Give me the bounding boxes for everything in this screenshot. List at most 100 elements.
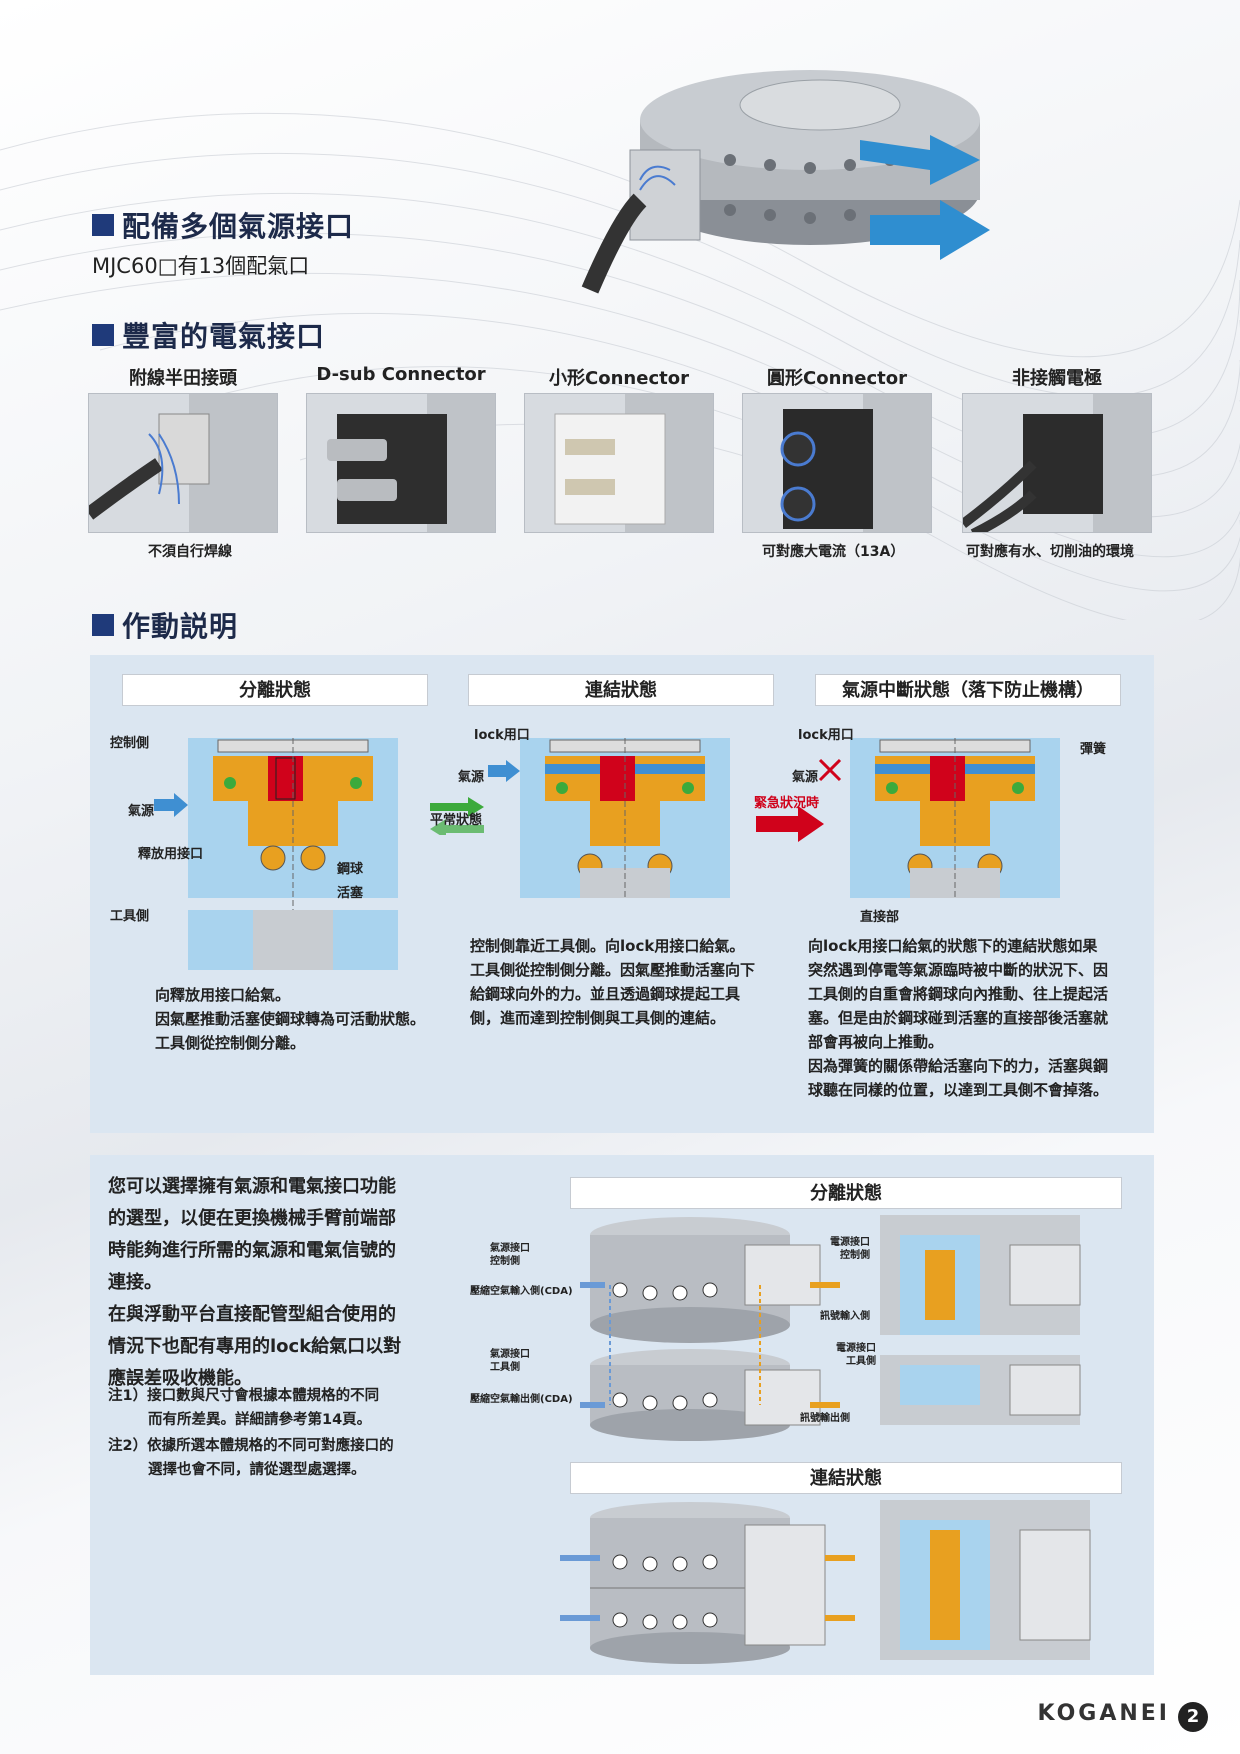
section-title-electrical: 豐富的電氣接口: [92, 315, 325, 355]
small-connector-image: [524, 393, 714, 533]
section-title-text: 作動説明: [122, 610, 239, 643]
connector-caption: 可對應有水、切削油的環境: [966, 544, 1134, 560]
label-elec-tool: 電源接口工具側: [836, 1342, 876, 1368]
label-line: 氣源接口: [490, 1349, 530, 1360]
desc-line: 突然遇到停電等氣源臨時被中斷的狀況下、因: [808, 961, 1109, 979]
label-elec-control: 電源接口控制側: [830, 1236, 870, 1262]
option-intro: 您可以選擇擁有氣源和電氣接口功能 的選型，以便在更換機械手臂前端部 時能夠進行所…: [108, 1171, 448, 1395]
desc-line: 塞。但是由於鋼球碰到活塞的直接部後活塞就: [808, 1009, 1109, 1027]
page-number: 2: [1178, 1702, 1208, 1732]
desc-line: 因為彈簧的關係帶給活塞向下的力，活塞與鋼: [808, 1057, 1109, 1075]
connector-caption: 不須自行焊線: [148, 544, 232, 560]
label-piston: 活塞: [337, 886, 364, 901]
desc-line: 部會再被向上推動。: [808, 1033, 944, 1051]
label-emergency: 緊急狀況時: [754, 796, 820, 811]
square-bullet-icon: [92, 614, 114, 636]
section-title-text: 配備多個氣源接口: [122, 210, 355, 243]
note-1: 注1）接口數與尺寸會根據本體規格的不同 而有所差異。詳細請參考第14頁。: [108, 1384, 448, 1432]
desc-connect: 控制側靠近工具側。向lock用接口給氣。 工具側從控制側分離。因氣壓推動活塞向下…: [470, 934, 790, 1030]
option-state-connect: 連結狀態: [570, 1462, 1122, 1494]
label-lock-port: lock用口: [798, 728, 854, 743]
connect-state-diagram: [520, 738, 730, 898]
section-title-text: 豐富的電氣接口: [122, 320, 326, 353]
note-line: 注2）依據所選本體規格的不同可對應接口的: [108, 1438, 394, 1454]
option-connect-diagram: [560, 1500, 1091, 1664]
desc-line: 工具側從控制側分離。: [155, 1034, 306, 1052]
section-title-operation: 作動説明: [92, 605, 238, 645]
round-connector-image: [742, 393, 932, 533]
label-lock-port: lock用口: [474, 728, 530, 743]
desc-line: 向lock用接口給氣的狀態下的連結狀態如果: [808, 937, 1098, 955]
connector-label: D-sub Connector: [316, 364, 486, 385]
connector-caption: 可對應大電流（13A）: [762, 544, 905, 560]
desc-cutoff: 向lock用接口給氣的狀態下的連結狀態如果 突然遇到停電等氣源臨時被中斷的狀況下…: [808, 934, 1148, 1102]
label-air-port-control: 氣源接口控制側: [490, 1242, 530, 1268]
desc-line: 球聽在同樣的位置，以達到工具側不會掉落。: [808, 1081, 1109, 1099]
desc-line: 工具側從控制側分離。因氣壓推動活塞向下: [470, 961, 756, 979]
label-line: 控制側: [490, 1256, 520, 1267]
square-bullet-icon: [92, 324, 114, 346]
desc-line: 控制側靠近工具側。向lock用接口給氣。: [470, 937, 745, 955]
dsub-connector-image: [306, 393, 496, 533]
option-separate-diagram: [580, 1215, 1081, 1441]
state-heading-separate: 分離狀態: [122, 674, 428, 706]
square-bullet-icon: [92, 214, 114, 236]
label-direct-contact: 直接部: [860, 910, 900, 925]
connector-label: 小形Connector: [549, 368, 689, 389]
intro-line: 的選型，以便在更換機械手臂前端部: [108, 1208, 396, 1229]
air-ports-subtitle: MJC60□有13個配氣口: [92, 254, 310, 278]
state-heading-connect: 連結狀態: [468, 674, 774, 706]
label-signal-in: 訊號輸入側: [820, 1311, 870, 1322]
contactless-electrode-image: [962, 393, 1152, 533]
brand-logo: KOGANEI: [1037, 1701, 1170, 1726]
state-heading-cutoff: 氣源中斷狀態（落下防止機構）: [815, 674, 1121, 706]
desc-separate: 向釋放用接口給氣。 因氣壓推動活塞使鋼球轉為可活動狀態。 工具側從控制側分離。: [155, 983, 455, 1055]
label-air-port-tool: 氣源接口工具側: [490, 1348, 530, 1374]
connector-label: 圓形Connector: [767, 368, 907, 389]
desc-line: 向釋放用接口給氣。: [155, 986, 291, 1004]
hero-device-image: [581, 70, 990, 294]
intro-line: 情況下也配有專用的lock給氣口以對: [108, 1336, 402, 1357]
solder-connector-image: [88, 393, 278, 533]
lock-air-arrow-icon: [488, 760, 520, 782]
cutoff-state-diagram: [850, 738, 1060, 898]
desc-line: 側，進而達到控制側與工具側的連結。: [470, 1009, 726, 1027]
desc-line: 因氣壓推動活塞使鋼球轉為可活動狀態。: [155, 1010, 426, 1028]
note-line: 選擇也會不同，請從選型處選擇。: [148, 1462, 366, 1478]
option-state-separate: 分離狀態: [570, 1177, 1122, 1209]
label-air: 氣源: [792, 770, 819, 785]
intro-line: 連接。: [108, 1272, 162, 1293]
label-air: 氣源: [458, 770, 485, 785]
blocked-x-icon: [818, 758, 842, 782]
air-inlet-arrow-icon: [154, 793, 188, 817]
label-line: 氣源接口: [490, 1243, 530, 1254]
label-release-port: 釋放用接口: [138, 847, 204, 862]
desc-line: 給鋼球向外的力。並且透過鋼球提起工具: [470, 985, 741, 1003]
intro-line: 您可以選擇擁有氣源和電氣接口功能: [108, 1176, 396, 1197]
separate-state-diagram: [188, 738, 398, 970]
label-control-side: 控制側: [110, 736, 150, 751]
intro-line: 在與浮動平台直接配管型組合使用的: [108, 1304, 396, 1325]
label-line: 工具側: [490, 1362, 520, 1373]
note-2: 注2）依據所選本體規格的不同可對應接口的 選擇也會不同，請從選型處選擇。: [108, 1434, 448, 1482]
label-tool-side: 工具側: [110, 909, 150, 924]
label-cda-in: 壓縮空氣輸入側(CDA): [470, 1286, 573, 1297]
intro-line: 應誤差吸收機能。: [108, 1368, 252, 1389]
label-line: 電源接口: [836, 1343, 876, 1354]
connector-label: 附線半田接頭: [129, 368, 237, 389]
label-air: 氣源: [128, 804, 155, 819]
section-title-air-ports: 配備多個氣源接口: [92, 205, 354, 245]
connector-label: 非接觸電極: [1012, 368, 1102, 389]
label-cda-out: 壓縮空氣輸出側(CDA): [470, 1394, 573, 1405]
label-normal-state: 平常狀態: [430, 813, 483, 828]
label-spring: 彈簧: [1080, 742, 1107, 757]
label-steel-ball: 鋼球: [337, 862, 364, 877]
emergency-arrow-icon: [756, 806, 824, 842]
intro-line: 時能夠進行所需的氣源和電氣信號的: [108, 1240, 396, 1261]
desc-line: 工具側的自重會將鋼球向內推動、往上提起活: [808, 985, 1109, 1003]
label-line: 控制側: [840, 1250, 870, 1261]
label-line: 工具側: [846, 1356, 876, 1367]
normal-state-arrows-icon: [430, 797, 484, 835]
label-signal-out: 訊號輸出側: [800, 1413, 850, 1424]
label-line: 電源接口: [830, 1237, 870, 1248]
